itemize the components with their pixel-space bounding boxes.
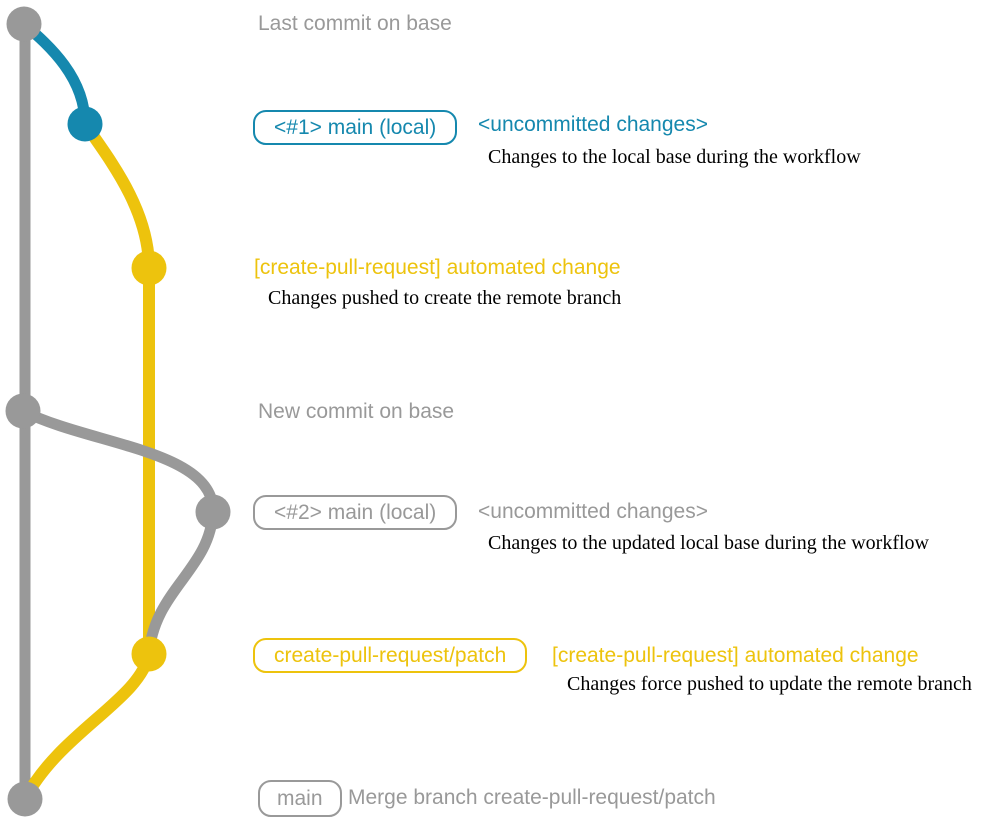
edge-base-to-local2: [20, 406, 219, 513]
commit-title-uncommitted-changes-2: <uncommitted changes>: [478, 500, 708, 523]
git-graph: [5, 6, 231, 817]
label-last-commit-on-base: Last commit on base: [258, 12, 452, 35]
commit-title-uncommitted-changes-1: <uncommitted changes>: [478, 113, 708, 136]
edge-local1-to-patch1: [80, 120, 155, 269]
node-main-local-1: [67, 106, 103, 142]
branch-badge-main-local-1: <#1> main (local): [253, 110, 458, 145]
commit-desc-automated-change-2: Changes force pushed to update the remot…: [567, 673, 972, 695]
commit-title-merge-branch: Merge branch create-pull-request/patch: [348, 786, 716, 809]
node-last-commit-on-base: [6, 6, 42, 42]
node-new-commit-on-base: [5, 393, 41, 429]
edge-local2-to-patch2: [143, 511, 219, 655]
commit-title-automated-change-1: [create-pull-request] automated change: [254, 256, 621, 279]
commit-title-automated-change-2: [create-pull-request] automated change: [552, 644, 919, 667]
node-main-local-2: [195, 494, 231, 530]
branch-badge-create-pull-request-patch: create-pull-request/patch: [253, 638, 528, 673]
edge-patch2-to-merge: [19, 652, 155, 802]
node-patch-commit-2: [131, 636, 167, 672]
label-new-commit-on-base: New commit on base: [258, 400, 455, 423]
edge-base-to-local1: [20, 19, 91, 125]
branch-badge-main-local-2: <#2> main (local): [253, 495, 458, 530]
node-patch-commit-1: [131, 250, 167, 286]
node-merge-commit: [7, 781, 43, 817]
commit-desc-automated-change-1: Changes pushed to create the remote bran…: [268, 287, 622, 309]
branch-badge-main: main: [258, 780, 342, 817]
commit-desc-uncommitted-changes-1: Changes to the local base during the wor…: [488, 146, 861, 168]
commit-desc-uncommitted-changes-2: Changes to the updated local base during…: [488, 532, 929, 554]
